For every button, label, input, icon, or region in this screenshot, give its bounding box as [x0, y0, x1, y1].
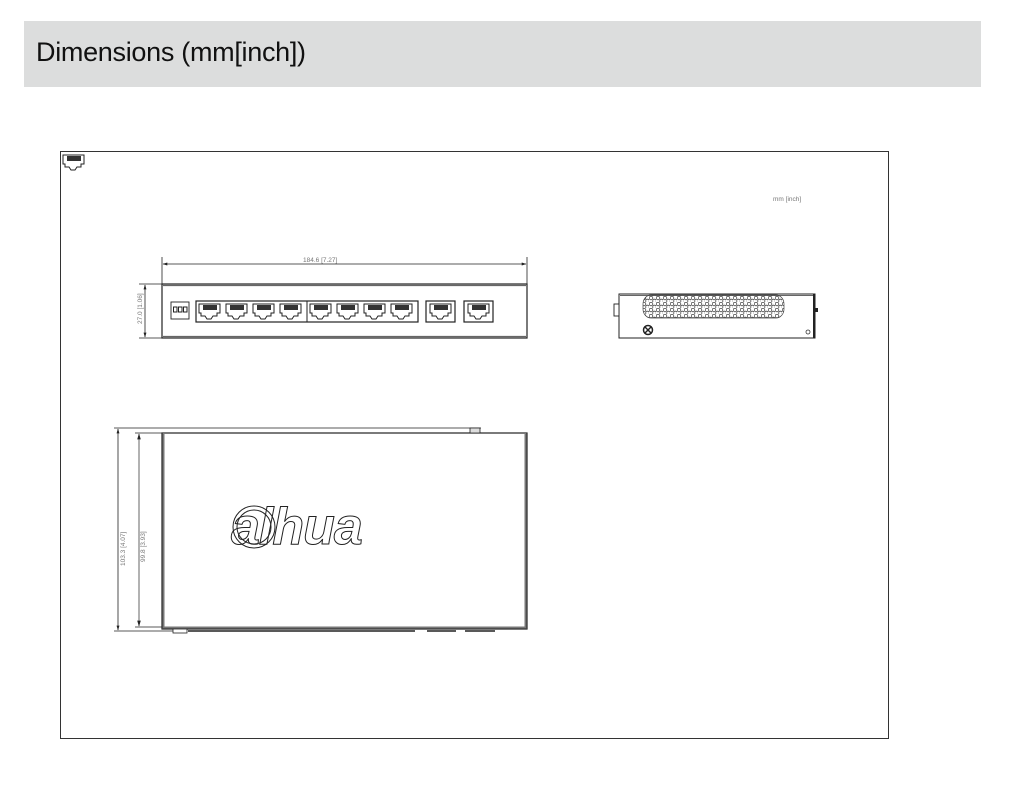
unit-label: mm [inch]	[773, 196, 801, 203]
front-height-dimension: 27.0 [1.06]	[137, 293, 144, 324]
section-title: Dimensions (mm[inch])	[36, 37, 306, 67]
front-view: 184.6 [7.27] 27.0 [1.06]	[62, 154, 528, 339]
svg-text:alhua: alhua	[231, 498, 362, 556]
outer-depth-dimension: 103.3 [4.07]	[120, 531, 127, 566]
body-depth-dimension: 99.8 [3.93]	[140, 531, 147, 562]
side-view	[613, 293, 818, 339]
ground-screw-icon	[642, 324, 654, 336]
technical-drawing-canvas: mm [inch] 184.6 [7.27] 27.0 [1.06]	[62, 154, 818, 634]
dahua-logo: alhua	[231, 498, 364, 557]
rj45-port-group-8	[62, 154, 419, 323]
section-header: Dimensions (mm[inch])	[24, 21, 981, 87]
dip-switch	[170, 301, 190, 320]
indicator-hole	[805, 329, 811, 335]
rj45-uplink-ports	[425, 300, 494, 323]
dimension-drawing: mm [inch] 184.6 [7.27] 27.0 [1.06]	[60, 151, 889, 739]
vent-grille	[642, 294, 785, 319]
front-width-dimension: 184.6 [7.27]	[303, 257, 338, 264]
top-view: 103.3 [4.07] 99.8 [3.93]	[114, 427, 528, 634]
